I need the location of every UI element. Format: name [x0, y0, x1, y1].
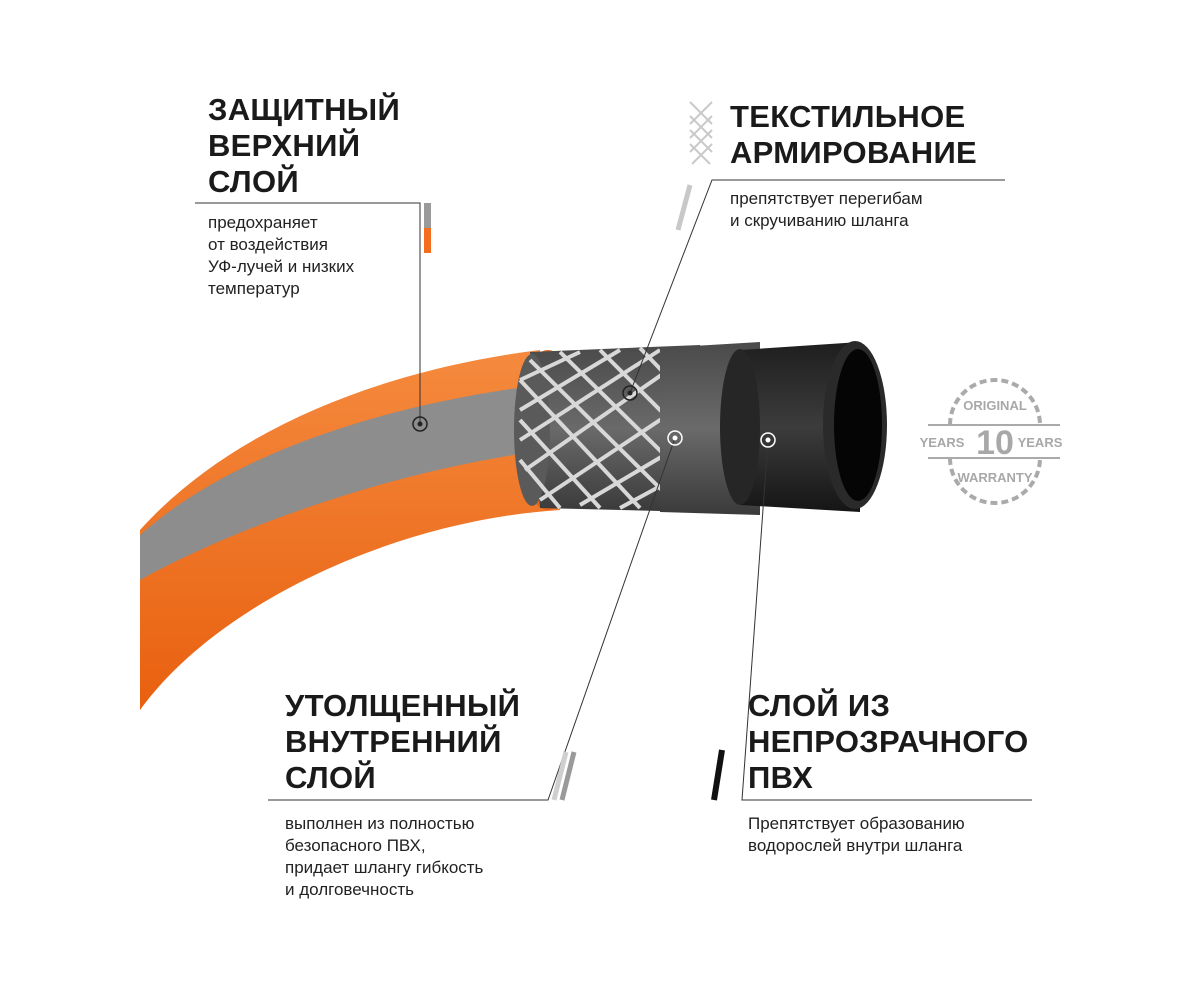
desc-line: препятствует перегибам — [730, 189, 923, 208]
desc-line: и скручиванию шланга — [730, 211, 909, 230]
accent-slash-opaque — [711, 749, 725, 801]
desc-line: предохраняет — [208, 213, 318, 232]
desc-line: выполнен из полностью — [285, 814, 475, 833]
title-line: УТОЛЩЕННЫЙ — [285, 688, 521, 723]
opaque-layer-description: Препятствует образованию водорослей внут… — [748, 813, 965, 857]
warranty-badge — [928, 378, 1060, 505]
title-line: ВЕРХНИЙ — [208, 128, 361, 163]
title-line: ЗАЩИТНЫЙ — [208, 92, 401, 127]
desc-line: и долговечность — [285, 880, 414, 899]
warranty-text: ORIGINAL YEARS 10 YEARS WARRANTY — [920, 398, 1063, 485]
accent-slash-inner — [551, 751, 577, 801]
callout-lines — [195, 179, 1032, 801]
desc-line: безопасного ПВХ, — [285, 836, 426, 855]
textile-mesh — [514, 345, 700, 512]
desc-line: УФ-лучей и низких — [208, 257, 355, 276]
warranty-number: 10 — [976, 424, 1014, 462]
desc-line: придает шлангу гибкость — [285, 858, 484, 877]
color-swatch-top-layer — [424, 203, 431, 253]
hose-outer-layer — [140, 350, 580, 710]
top-layer-description: предохраняет от воздействия УФ-лучей и н… — [208, 212, 354, 300]
desc-line: водорослей внутри шланга — [748, 836, 963, 855]
title-line: СЛОЙ ИЗ — [748, 688, 891, 723]
desc-line: Препятствует образованию — [748, 814, 965, 833]
title-line: ВНУТРЕННИЙ — [285, 724, 502, 759]
callout-markers — [412, 385, 776, 448]
warranty-original: ORIGINAL — [963, 398, 1027, 413]
mesh-icon — [689, 101, 713, 165]
title-line: СЛОЙ — [285, 760, 376, 795]
opaque-black-layer — [720, 341, 887, 512]
warranty-years-right: YEARS — [1018, 435, 1063, 450]
title-line: НЕПРОЗРАЧНОГО — [748, 724, 1029, 759]
top-layer-title: ЗАЩИТНЫЙ ВЕРХНИЙ СЛОЙ — [208, 92, 400, 200]
warranty-warranty: WARRANTY — [957, 470, 1032, 485]
title-line: ТЕКСТИЛЬНОЕ — [730, 99, 966, 134]
desc-line: от воздействия — [208, 235, 329, 254]
opaque-layer-title: СЛОЙ ИЗ НЕПРОЗРАЧНОГО ПВХ — [748, 688, 1029, 796]
accent-slash-textile — [675, 184, 693, 231]
title-line: ПВХ — [748, 760, 814, 795]
title-line: АРМИРОВАНИЕ — [730, 135, 978, 170]
inner-layer-title: УТОЛЩЕННЫЙ ВНУТРЕННИЙ СЛОЙ — [285, 688, 520, 796]
desc-line: температур — [208, 279, 300, 298]
warranty-years-left: YEARS — [920, 435, 965, 450]
title-line: СЛОЙ — [208, 164, 299, 199]
inner-layer-description: выполнен из полностью безопасного ПВХ, п… — [285, 813, 483, 901]
textile-description: препятствует перегибам и скручиванию шла… — [730, 188, 923, 232]
textile-title: ТЕКСТИЛЬНОЕ АРМИРОВАНИЕ — [730, 99, 977, 171]
